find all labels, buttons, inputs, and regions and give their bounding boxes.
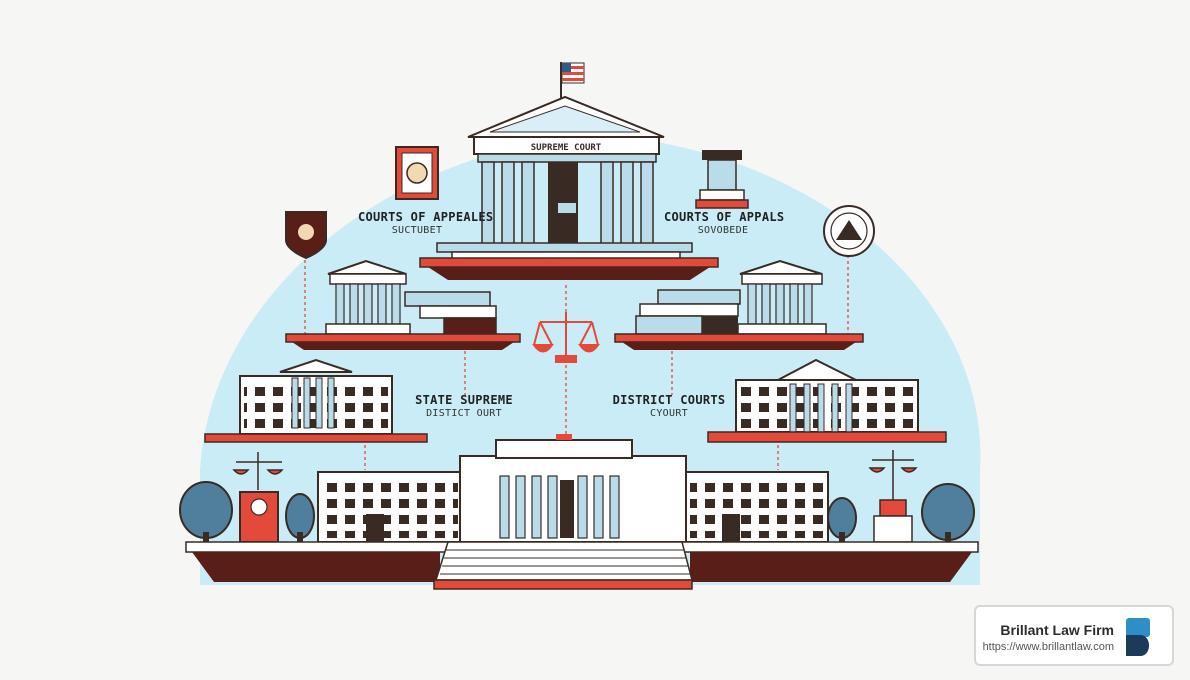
brand-card[interactable]: Brillant Law Firm https://www.brillantla…	[974, 605, 1174, 666]
supreme-court-building	[419, 62, 719, 280]
eagle-shield-icon	[285, 211, 327, 260]
middle-left-court	[204, 358, 428, 443]
label-title: STATE SUPREME	[415, 393, 513, 407]
right-pedestal-scales-icon	[868, 450, 918, 543]
brand-url[interactable]: https://www.brillantlaw.com	[982, 641, 1114, 653]
upper-left-court	[285, 259, 521, 350]
courts-of-appeals-right-label: COURTS OF APPALS SOVOBEDE	[664, 210, 785, 237]
certificate-frame-icon	[395, 146, 439, 200]
brand-name: Brillant Law Firm	[1000, 622, 1114, 638]
left-scales-icon	[232, 452, 284, 490]
label-subtitle: DISTICT OURT	[426, 408, 502, 419]
label-subtitle: SUCTUBET	[391, 225, 443, 236]
middle-right-court	[707, 358, 947, 443]
base-courthouse	[317, 434, 829, 543]
scales-of-justice-icon	[532, 312, 600, 363]
courts-of-appeals-left-label: COURTS OF APPEALES SUCTUBET	[358, 210, 494, 237]
seal-emblem-icon	[823, 205, 875, 257]
column-pedestal-icon	[695, 150, 749, 209]
label-title: DISTRICT COURTS	[612, 393, 726, 407]
b-monogram-icon	[1126, 618, 1150, 656]
front-staircase	[433, 541, 693, 590]
label-subtitle: CYOURT	[650, 408, 688, 419]
district-courts-label: DISTRICT COURTS CYOURT	[608, 394, 730, 420]
label-title: COURTS OF APPEALES	[358, 210, 494, 224]
upper-right-court	[614, 259, 864, 350]
label-subtitle: SOVOBEDE	[697, 225, 749, 236]
connector-lines	[304, 160, 849, 470]
state-supreme-label: STATE SUPREME DISTICT OURT	[408, 394, 520, 420]
left-red-sign	[239, 491, 279, 543]
flag-icon	[561, 62, 585, 84]
label-title: COURTS OF APPALS	[664, 210, 785, 224]
pediment-label: SUPREME COURT	[531, 143, 602, 153]
